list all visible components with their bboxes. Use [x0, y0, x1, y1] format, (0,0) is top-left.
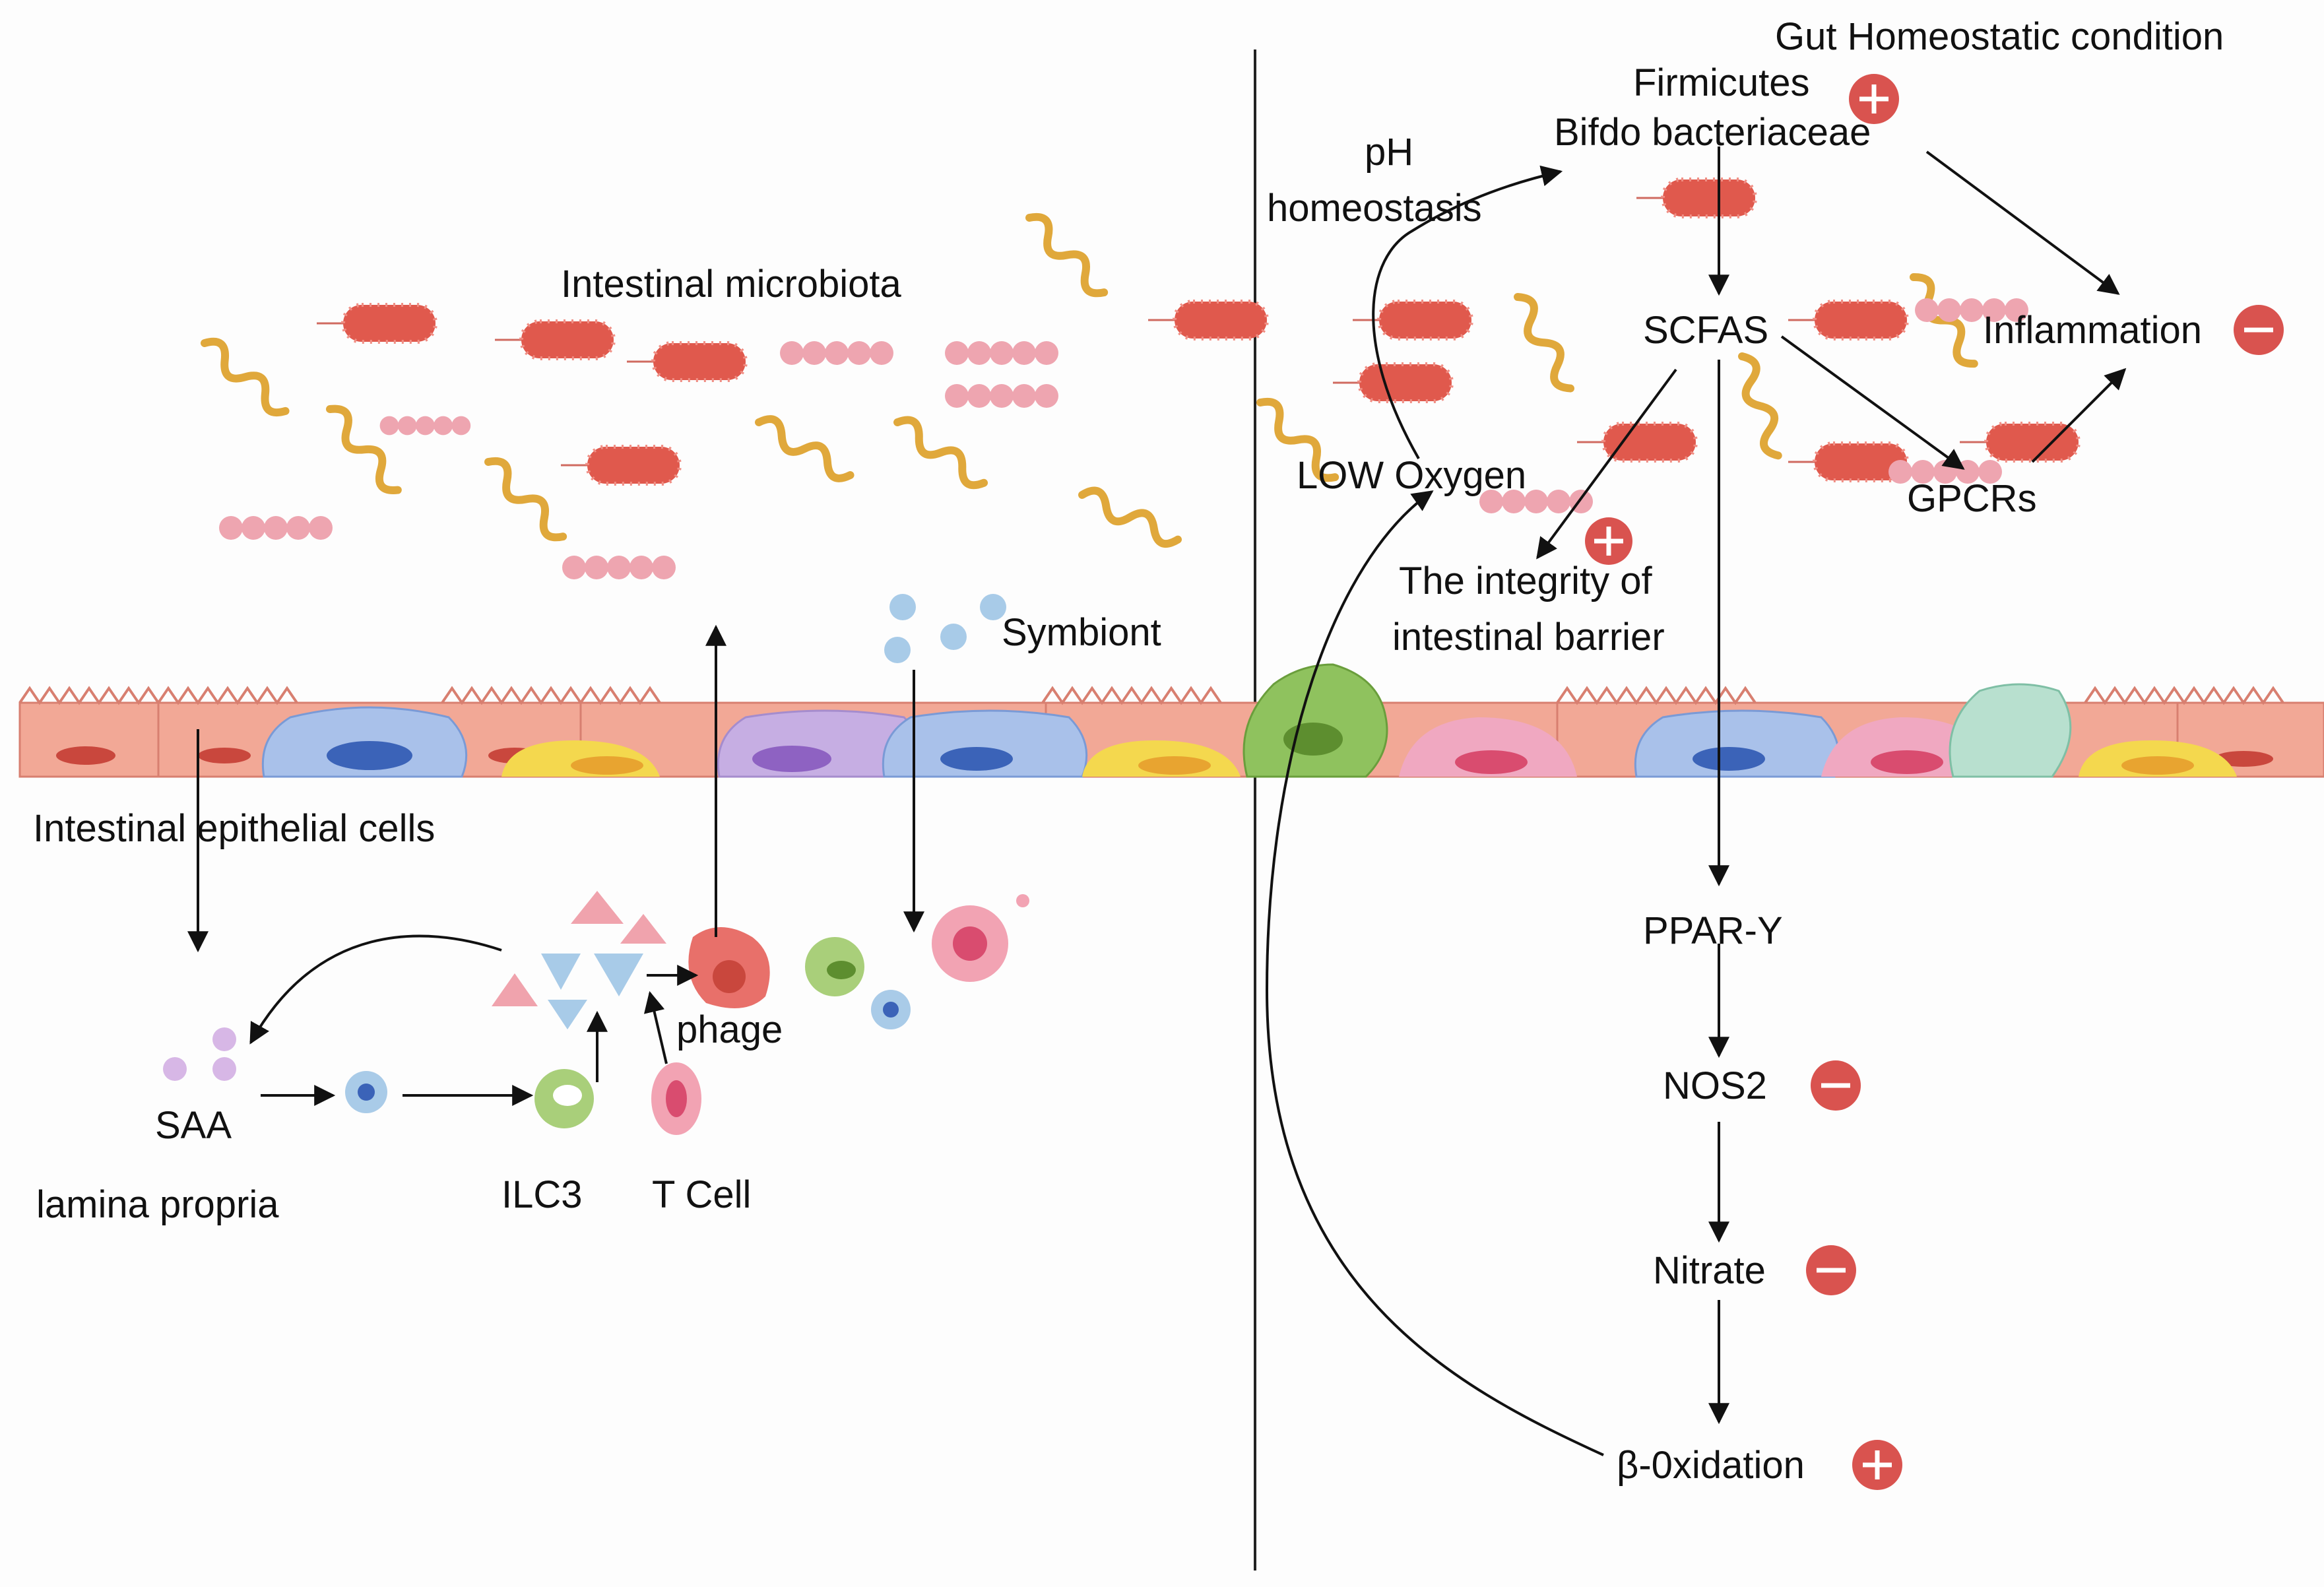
label-intestinal-microbiota: Intestinal microbiota — [561, 263, 902, 306]
label-barrier-2: intestinal barrier — [1392, 616, 1665, 659]
label-beta-oxidation: β-0xidation — [1617, 1444, 1805, 1487]
label-nos2: NOS2 — [1663, 1064, 1767, 1107]
label-gut-homeostatic: Gut Homeostatic condition — [1775, 15, 2224, 58]
label-bifdobacteriaceae: Bifdo bacteriaceae — [1554, 111, 1871, 154]
saa-dots — [163, 1027, 236, 1081]
immune-cells — [345, 1062, 701, 1135]
label-gpcrs: GPCRs — [1907, 477, 2037, 520]
badges — [1585, 74, 2284, 1490]
epithelium-band — [18, 663, 2324, 778]
label-nitrate: Nitrate — [1653, 1249, 1766, 1292]
dendritic-cells — [805, 894, 1029, 1029]
label-lamina-propria: lamina propria — [36, 1183, 279, 1226]
label-ph: pH — [1365, 131, 1413, 174]
label-firmicutes: Firmicutes — [1633, 61, 1809, 104]
label-saa: SAA — [155, 1104, 232, 1147]
label-symbiont: Symbiont — [1002, 611, 1161, 654]
left-labels: Intestinal microbiota Symbiont Intestina… — [33, 263, 1161, 1226]
arrows — [187, 146, 2127, 1456]
symbiont-dots — [884, 594, 1006, 663]
label-scfas: SCFAS — [1643, 309, 1768, 352]
label-ph-homeostasis: homeostasis — [1267, 187, 1482, 230]
label-ilc3: ILC3 — [501, 1173, 583, 1216]
label-inflammation: Inflammation — [1983, 309, 2202, 352]
label-low-oxygen: LOW Oxygen — [1297, 454, 1526, 497]
label-t-cell: T Cell — [652, 1173, 751, 1216]
label-barrier-1: The integrity of — [1399, 560, 1653, 602]
microbiota-cluster — [198, 179, 2079, 579]
right-labels: Gut Homeostatic condition Firmicutes Bif… — [1267, 15, 2224, 1487]
phage-cell — [688, 927, 770, 1008]
triangle-cluster — [492, 891, 666, 1029]
label-epithelial-cells: Intestinal epithelial cells — [33, 807, 435, 850]
label-phage: phage — [676, 1008, 783, 1051]
label-ppar: PPAR-Y — [1643, 909, 1783, 952]
